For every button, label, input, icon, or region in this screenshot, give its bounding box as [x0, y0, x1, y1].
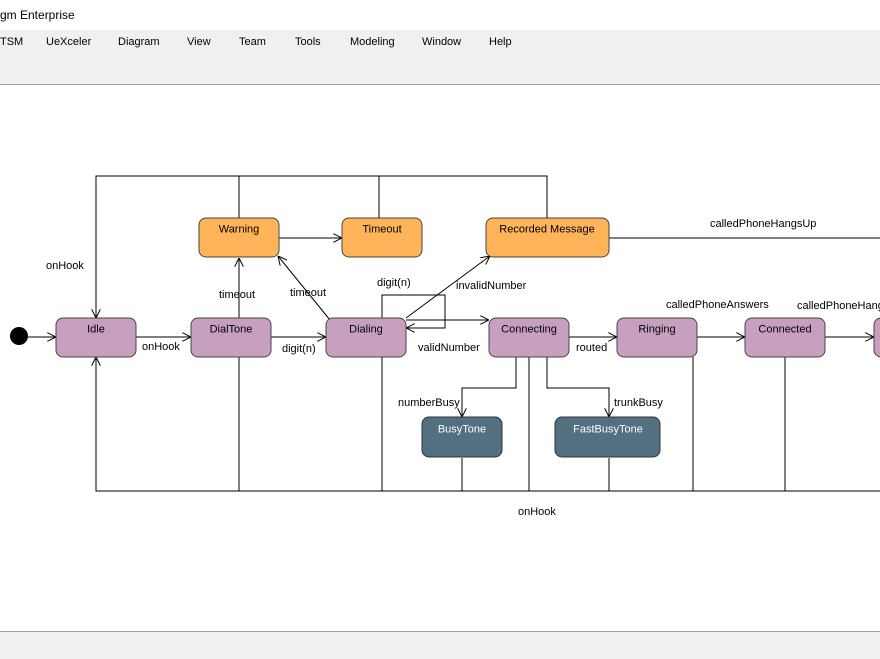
label-called-answers: calledPhoneAnswers: [666, 299, 769, 311]
state-fastbusytone[interactable]: FastBusyTone: [554, 416, 661, 458]
state-next-partial[interactable]: [873, 317, 880, 358]
transition-connecting-busytone: [462, 357, 517, 417]
state-timeout-label: Timeout: [362, 223, 401, 235]
menu-view[interactable]: View: [187, 36, 211, 48]
label-routed: routed: [576, 342, 607, 354]
label-trunk-busy: trunkBusy: [614, 397, 663, 409]
label-onhook-left: onHook: [46, 260, 84, 272]
state-idle-label: Idle: [87, 323, 105, 335]
menu-tsm[interactable]: TSM: [0, 36, 24, 48]
menu-diagram[interactable]: Diagram: [118, 36, 160, 48]
menu-uexceler[interactable]: UeXceler: [46, 36, 92, 48]
menu-tools[interactable]: Tools: [295, 36, 321, 48]
label-called-hangs-up: calledPhoneHangsUp: [710, 218, 816, 230]
transition-connecting-fastbusy: [546, 357, 609, 417]
transition-dialing-self: [381, 294, 446, 328]
label-digit-dialtone: digit(n): [282, 343, 316, 355]
label-valid-number: validNumber: [418, 342, 480, 354]
menu-help[interactable]: Help: [489, 36, 512, 48]
state-timeout[interactable]: Timeout: [341, 217, 423, 258]
state-ringing[interactable]: Ringing: [616, 317, 698, 358]
toolbar: [0, 56, 880, 85]
menu-team[interactable]: Team: [239, 36, 266, 48]
state-busytone-label: BusyTone: [438, 423, 486, 435]
transition-dialing-recorded: [405, 256, 490, 319]
state-connecting[interactable]: Connecting: [488, 317, 570, 358]
state-connected[interactable]: Connected: [744, 317, 826, 358]
status-bar: [0, 631, 880, 659]
label-invalid-number: invalidNumber: [456, 280, 527, 292]
state-dialing[interactable]: Dialing: [325, 317, 407, 358]
state-connecting-label: Connecting: [501, 323, 557, 335]
label-timeout-dialing: timeout: [290, 287, 326, 299]
label-digit-self: digit(n): [377, 277, 411, 289]
state-dialtone[interactable]: DialTone: [190, 317, 272, 358]
menu-bar: TSM UeXceler Diagram View Team Tools Mod…: [0, 30, 880, 56]
state-dialtone-label: DialTone: [210, 323, 253, 335]
state-recorded-message[interactable]: Recorded Message: [485, 217, 610, 258]
state-ringing-label: Ringing: [638, 323, 675, 335]
state-dialing-label: Dialing: [349, 323, 383, 335]
transition-dialing-warning: [278, 256, 331, 321]
window-title: gm Enterprise: [0, 8, 75, 22]
state-fastbusy-label: FastBusyTone: [573, 423, 643, 435]
label-called-hangs-partial: calledPhoneHangs: [797, 300, 880, 312]
label-onhook-bottom: onHook: [518, 506, 556, 518]
state-recorded-label: Recorded Message: [499, 223, 594, 235]
state-warning[interactable]: Warning: [198, 217, 280, 258]
label-onhook-idle: onHook: [142, 341, 180, 353]
initial-pseudostate: [10, 327, 28, 345]
menu-modeling[interactable]: Modeling: [350, 36, 395, 48]
state-warning-label: Warning: [219, 223, 260, 235]
title-bar: gm Enterprise: [0, 0, 880, 30]
state-idle[interactable]: Idle: [55, 317, 137, 358]
diagram-canvas[interactable]: Idle DialTone Dialing Connecting Ringing…: [0, 85, 880, 630]
label-number-busy: numberBusy: [398, 397, 460, 409]
state-busytone[interactable]: BusyTone: [421, 416, 503, 458]
label-timeout-dialtone: timeout: [219, 289, 255, 301]
menu-window[interactable]: Window: [422, 36, 462, 48]
state-machine-diagram: Idle DialTone Dialing Connecting Ringing…: [10, 175, 880, 518]
state-connected-label: Connected: [758, 323, 811, 335]
